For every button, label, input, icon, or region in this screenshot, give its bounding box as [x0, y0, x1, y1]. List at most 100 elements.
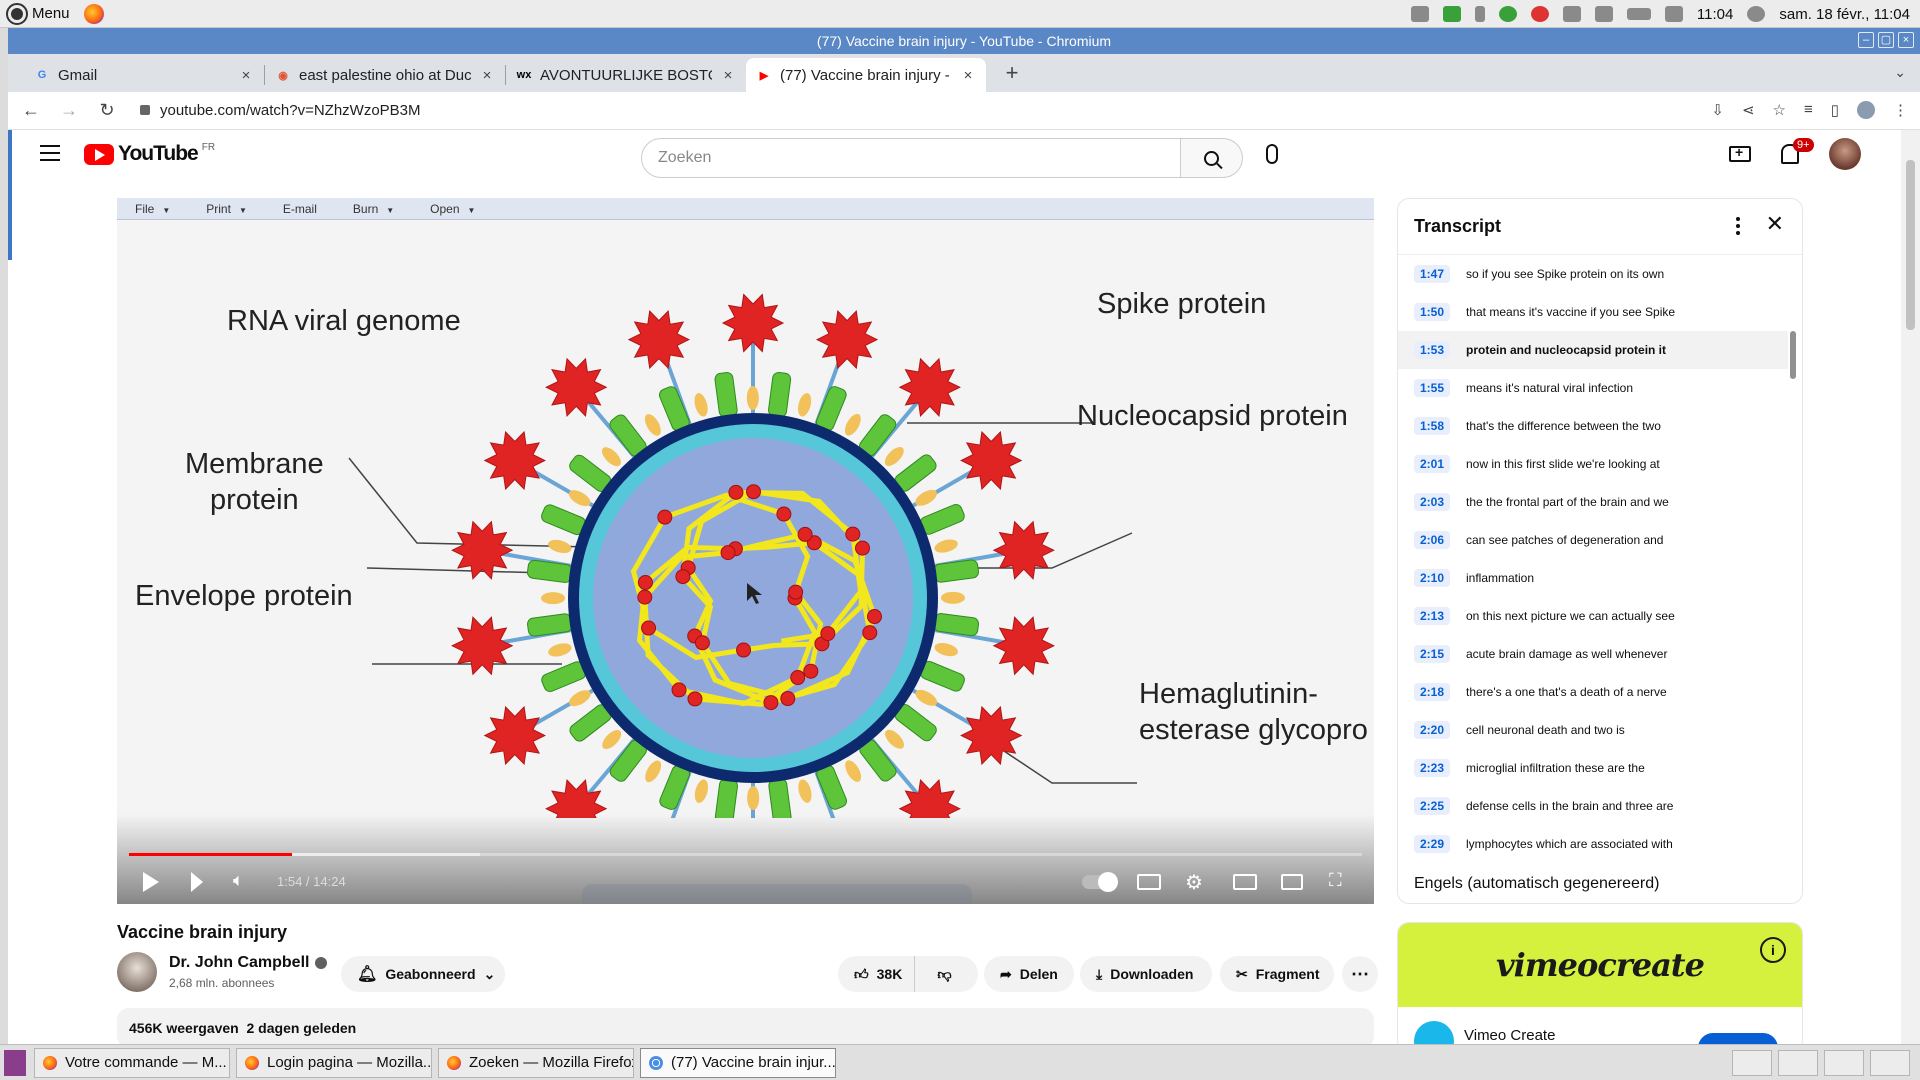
profile-icon[interactable]	[1857, 101, 1875, 119]
new-tab-button[interactable]: +	[1005, 60, 1019, 85]
volume-icon[interactable]	[1664, 6, 1683, 22]
video-player[interactable]: File▼ Print▼ E-mail Burn▼ Open▼	[117, 198, 1374, 904]
next-button[interactable]	[187, 870, 211, 894]
transcript-timestamp[interactable]: 2:23	[1414, 759, 1450, 777]
firefox-launcher-icon[interactable]	[83, 3, 104, 24]
close-tab-icon[interactable]: ×	[482, 66, 492, 84]
wifi-icon[interactable]	[1562, 6, 1581, 22]
workspace-4[interactable]	[1870, 1050, 1910, 1076]
reload-icon[interactable]: ↻	[99, 100, 115, 120]
transcript-timestamp[interactable]: 1:50	[1414, 303, 1450, 321]
mail-icon[interactable]	[1594, 6, 1613, 22]
transcript-timestamp[interactable]: 2:15	[1414, 645, 1450, 663]
close-transcript-icon[interactable]: ✕	[1765, 211, 1784, 236]
address-bar[interactable]: youtube.com/watch?v=NZhzWzoPB3M	[140, 102, 421, 119]
bookmark-star-icon[interactable]: ☆	[1772, 102, 1786, 119]
transcript-timestamp[interactable]: 2:20	[1414, 721, 1450, 739]
transcript-language[interactable]: Engels (automatisch gegenereerd)	[1414, 875, 1660, 892]
voice-search-icon[interactable]	[1266, 144, 1278, 164]
transcript-timestamp[interactable]: 2:10	[1414, 569, 1450, 587]
back-icon[interactable]: ←	[22, 100, 40, 120]
printer-icon[interactable]	[1410, 6, 1429, 22]
tab-wix[interactable]: wx AVONTUURLIJKE BOSTO ×	[506, 58, 746, 92]
install-app-icon[interactable]: ⇩	[1711, 102, 1724, 119]
workspace-3[interactable]	[1824, 1050, 1864, 1076]
page-scrollbar-thumb[interactable]	[1906, 160, 1915, 330]
transcript-timestamp[interactable]: 1:47	[1414, 265, 1450, 283]
transcript-timestamp[interactable]: 2:01	[1414, 455, 1450, 473]
progress-bar[interactable]	[129, 853, 1362, 856]
blocked-icon[interactable]	[1530, 6, 1549, 22]
update-manager-icon[interactable]	[1498, 6, 1517, 22]
close-window-icon[interactable]: ×	[1898, 32, 1914, 48]
taskbar-item[interactable]: Login pagina — Mozilla...	[236, 1047, 432, 1078]
search-button[interactable]	[1181, 138, 1243, 178]
fullscreen-icon[interactable]: ⛶	[1329, 870, 1342, 890]
transcript-timestamp[interactable]: 2:03	[1414, 493, 1450, 511]
transcript-timestamp[interactable]: 2:25	[1414, 797, 1450, 815]
minimize-icon[interactable]: –	[1858, 32, 1874, 48]
os-menu-button[interactable]: Menu	[0, 0, 112, 28]
workspace-2[interactable]	[1778, 1050, 1818, 1076]
transcript-more-icon[interactable]	[1736, 217, 1740, 235]
transcript-timestamp[interactable]: 1:58	[1414, 417, 1450, 435]
tab-gmail[interactable]: G Gmail ×	[24, 58, 264, 92]
taskbar-item[interactable]: Votre commande — M...	[34, 1047, 230, 1078]
hamburger-menu-icon[interactable]	[40, 145, 60, 161]
battery-icon[interactable]	[1626, 8, 1651, 20]
close-tab-icon[interactable]: ×	[963, 66, 973, 84]
clip-button[interactable]: ✂ Fragment	[1220, 956, 1334, 992]
transcript-timestamp[interactable]: 2:13	[1414, 607, 1450, 625]
dislike-button[interactable]: 👎︎	[923, 966, 965, 983]
ad-info-icon[interactable]: i	[1760, 937, 1786, 963]
tab-youtube[interactable]: ▶ (77) Vaccine brain injury - ×	[746, 58, 986, 92]
show-desktop-icon[interactable]	[4, 1049, 26, 1076]
theater-mode-icon[interactable]	[1281, 874, 1303, 890]
vimeo-ad-card[interactable]: vimeocreate i Vimeo Create	[1397, 922, 1803, 1044]
close-tab-icon[interactable]: ×	[723, 66, 733, 84]
os-date[interactable]: sam. 18 févr., 11:04	[1779, 5, 1910, 23]
site-info-icon[interactable]	[140, 105, 150, 115]
share-button[interactable]: ➦ Delen	[984, 956, 1074, 992]
transcript-timestamp[interactable]: 2:18	[1414, 683, 1450, 701]
more-actions-button[interactable]: ⋯	[1342, 956, 1378, 992]
side-panel-icon[interactable]: ▯	[1830, 102, 1839, 119]
transcript-timestamp[interactable]: 1:53	[1414, 341, 1450, 359]
subtitles-icon[interactable]	[1137, 874, 1161, 890]
transcript-timestamp[interactable]: 2:06	[1414, 531, 1450, 549]
transcript-scrollbar[interactable]	[1790, 331, 1796, 379]
volume-button[interactable]: 🔈︎	[233, 870, 244, 890]
settings-gear-icon[interactable]	[1747, 6, 1766, 22]
taskbar-item-active[interactable]: (77) Vaccine brain injur...	[640, 1047, 836, 1078]
subscribed-button[interactable]: 🔔︎ Geabonneerd ⌄	[341, 956, 505, 992]
search-input[interactable]: Zoeken	[641, 138, 1181, 178]
settings-gear-icon[interactable]: ⚙	[1185, 872, 1203, 894]
play-button[interactable]	[139, 870, 163, 894]
workspace-1[interactable]	[1732, 1050, 1772, 1076]
create-video-icon[interactable]	[1729, 144, 1751, 162]
share-page-icon[interactable]: ⋖	[1741, 102, 1755, 119]
channel-avatar[interactable]	[117, 952, 157, 992]
transcript-timestamp[interactable]: 2:29	[1414, 835, 1450, 853]
media-control-icon[interactable]: ≡	[1803, 101, 1813, 118]
os-clock[interactable]: 11:04	[1696, 5, 1734, 23]
page-scrollbar[interactable]	[1901, 130, 1920, 1044]
tab-search-icon[interactable]: ⌄	[1894, 64, 1906, 80]
ad-banner[interactable]: vimeocreate i	[1398, 923, 1802, 1007]
close-tab-icon[interactable]: ×	[241, 66, 251, 84]
account-avatar[interactable]	[1829, 138, 1861, 170]
